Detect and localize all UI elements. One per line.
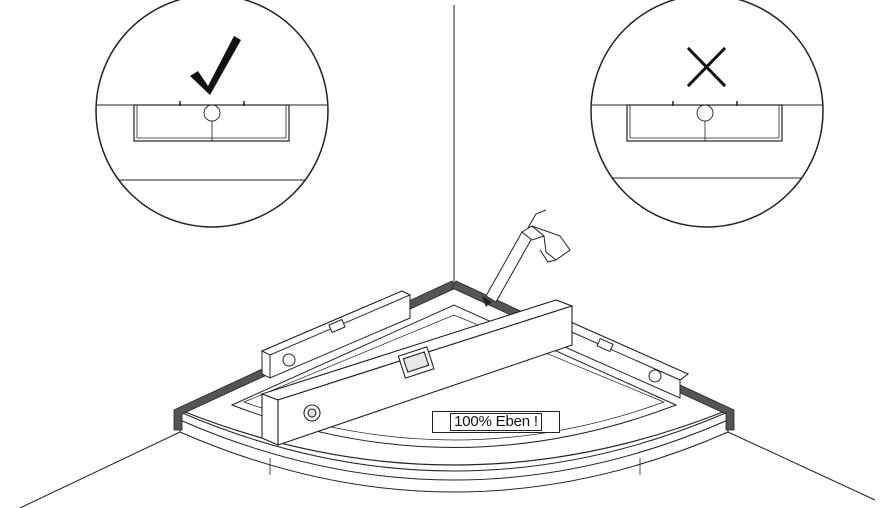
room-corner [19, 5, 876, 508]
shower-tray [178, 284, 730, 493]
cross-mark-icon [686, 46, 727, 88]
check-mark-icon [190, 36, 241, 95]
flatness-label: 100% Eben ! [432, 411, 560, 433]
caulking-gun [482, 209, 571, 307]
spirit-level-main [260, 299, 574, 446]
spirit-level-left [260, 290, 412, 379]
detail-circle-incorrect [590, 0, 824, 228]
detail-circle-correct [95, 0, 329, 228]
flatness-label-text: 100% Eben ! [450, 413, 542, 431]
